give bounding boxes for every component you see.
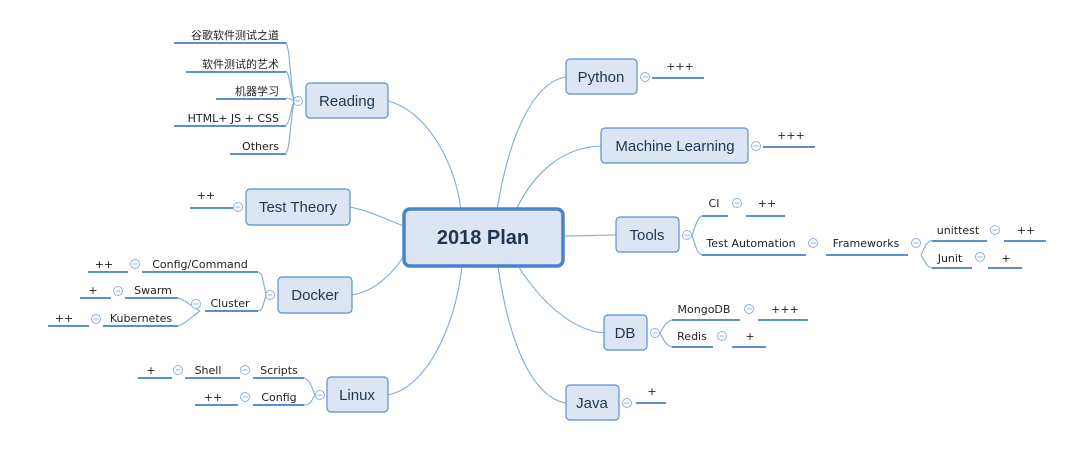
cluster-label: Cluster xyxy=(210,297,250,310)
topic-tools-label: Tools xyxy=(629,227,664,244)
test-automation-label: Test Automation xyxy=(705,237,795,250)
collapse-icon-docker[interactable] xyxy=(265,290,275,300)
collapse-icon-test-theory[interactable] xyxy=(233,202,243,212)
topic-machine-learning-label: Machine Learning xyxy=(615,138,734,155)
tools-connectors xyxy=(691,215,703,256)
rating-machine-learning: +++ xyxy=(777,129,805,142)
collapse-icon-swarm[interactable] xyxy=(113,286,123,296)
reading-item: HTML+ JS + CSS xyxy=(188,112,279,125)
collapse-icon-frameworks[interactable] xyxy=(911,238,921,248)
topic-linux[interactable]: Linux xyxy=(326,376,389,413)
connector-reading xyxy=(387,100,462,211)
collapse-icon-junit[interactable] xyxy=(975,252,985,262)
collapse-icon-scripts[interactable] xyxy=(240,365,250,375)
connector-linux xyxy=(387,265,463,396)
connector-java xyxy=(497,265,567,404)
topic-java-label: Java xyxy=(576,395,608,412)
swarm-label: Swarm xyxy=(134,284,172,297)
rating-swarm: + xyxy=(88,284,97,297)
collapse-icon-test-automation[interactable] xyxy=(808,238,818,248)
reading-item: 谷歌软件测试之道 xyxy=(191,28,279,42)
shell-label: Shell xyxy=(195,364,222,377)
collapse-icon-linux[interactable] xyxy=(315,390,325,400)
rating-unittest: ++ xyxy=(1017,224,1035,237)
reading-item: Others xyxy=(242,140,279,153)
kubernetes-label: Kubernetes xyxy=(110,312,173,325)
rating-config-command: ++ xyxy=(95,258,113,271)
reading-items: 谷歌软件测试之道 软件测试的艺术 机器学习 HTML+ JS + CSS Oth… xyxy=(174,28,286,155)
reading-item: 软件测试的艺术 xyxy=(202,57,279,71)
connector-python xyxy=(496,76,567,211)
topic-reading-label: Reading xyxy=(319,93,375,110)
collapse-icon-shell[interactable] xyxy=(173,365,183,375)
topic-machine-learning[interactable]: Machine Learning xyxy=(600,127,749,164)
collapse-icon-python[interactable] xyxy=(640,72,650,82)
redis-label: Redis xyxy=(677,330,707,343)
topic-docker[interactable]: Docker xyxy=(277,276,353,314)
linux-connectors xyxy=(303,377,316,406)
rating-redis: + xyxy=(745,330,754,343)
connector-machine-learning xyxy=(515,145,602,211)
rating-kubernetes: ++ xyxy=(55,312,73,325)
topic-docker-label: Docker xyxy=(291,287,339,304)
collapse-icon-cluster[interactable] xyxy=(191,299,201,309)
rating-linux-config: ++ xyxy=(204,391,222,404)
collapse-icon-ci[interactable] xyxy=(732,198,742,208)
topic-python-label: Python xyxy=(578,69,625,86)
central-node[interactable]: 2018 Plan xyxy=(402,207,565,268)
reading-connectors xyxy=(285,41,295,154)
topic-linux-label: Linux xyxy=(339,387,375,404)
topic-tools[interactable]: Tools xyxy=(615,216,680,253)
rating-junit: + xyxy=(1001,252,1010,265)
unittest-label: unittest xyxy=(937,224,980,237)
topic-db-label: DB xyxy=(615,325,636,342)
docker-connectors xyxy=(177,271,267,327)
reading-item: 机器学习 xyxy=(235,84,279,98)
collapse-icon-reading[interactable] xyxy=(293,96,303,106)
connector-docker xyxy=(351,255,405,296)
topic-test-theory-label: Test Theory xyxy=(259,199,338,216)
collapse-icon-redis[interactable] xyxy=(717,331,727,341)
collapse-icon-unittest[interactable] xyxy=(990,225,1000,235)
rating-java: + xyxy=(647,385,656,398)
ci-label: CI xyxy=(709,197,720,210)
rating-mongodb: +++ xyxy=(771,303,799,316)
collapse-icon-tools[interactable] xyxy=(682,230,692,240)
topic-db[interactable]: DB xyxy=(603,314,648,351)
connector-test-theory xyxy=(349,206,405,227)
rating-shell: + xyxy=(146,364,155,377)
frameworks-label: Frameworks xyxy=(833,237,900,250)
collapse-icon-db[interactable] xyxy=(650,328,660,338)
mongodb-label: MongoDB xyxy=(678,303,731,316)
collapse-icon-linux-config[interactable] xyxy=(240,392,250,402)
collapse-icon-machine-learning[interactable] xyxy=(751,141,761,151)
collapse-icon-kubernetes[interactable] xyxy=(91,314,101,324)
rating-python: +++ xyxy=(666,60,694,73)
rating-test-theory: ++ xyxy=(197,189,215,202)
collapse-icon-mongodb[interactable] xyxy=(744,304,754,314)
central-connectors xyxy=(349,76,617,404)
central-node-label: 2018 Plan xyxy=(437,227,529,249)
scripts-label: Scripts xyxy=(260,364,298,377)
topic-reading[interactable]: Reading xyxy=(305,82,389,119)
rating-ci: ++ xyxy=(758,197,776,210)
collapse-icon-java[interactable] xyxy=(622,398,632,408)
connector-db xyxy=(517,265,605,334)
frameworks-connectors xyxy=(920,239,933,269)
topic-java[interactable]: Java xyxy=(565,384,620,421)
topic-python[interactable]: Python xyxy=(565,58,638,95)
connector-tools xyxy=(562,234,617,237)
linux-config-label: Config xyxy=(261,391,296,404)
collapse-icon-config-command[interactable] xyxy=(130,259,140,269)
config-command-label: Config/Command xyxy=(152,258,248,271)
topic-test-theory[interactable]: Test Theory xyxy=(245,188,351,226)
db-connectors xyxy=(659,319,673,348)
junit-label: Junit xyxy=(937,252,963,265)
